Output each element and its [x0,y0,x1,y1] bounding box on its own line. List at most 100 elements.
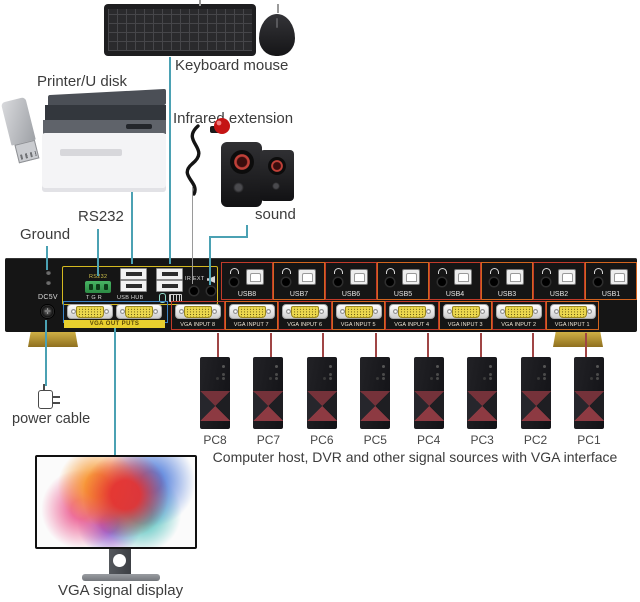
speaker-left [221,142,262,207]
audio-jack [438,278,446,286]
printer-control-panel [43,120,166,134]
usb-channel-2: USB2 [533,262,585,300]
pc-label: PC4 [417,433,441,447]
sound-line-h [209,236,248,238]
vga-input-4: VGA INPUT 4 [385,301,439,330]
plug-body [38,390,53,409]
vga-out-label-strip: VGA OUT PUTS [64,320,165,328]
pc3-line [480,333,482,357]
audio-jack [386,278,394,286]
pc7-line [270,333,272,357]
pc-7: PC7 [245,357,291,447]
display-screen [37,457,195,547]
printer-udisk-label: Printer/U disk [37,73,128,90]
usb-channel-row: USB8 USB7 USB6 USB5 USB4 USB3 USB2 USB1 [221,262,637,300]
pc-1: PC1 [566,357,612,447]
pc-tower [306,357,337,429]
vga-input-7: VGA INPUT 7 [224,301,278,330]
monitor-stand [109,549,131,576]
pc-5: PC5 [352,357,398,447]
ir-ext-jack [190,287,198,295]
plug-cord [43,384,45,391]
pc-4: PC4 [406,357,452,447]
usb-channel-7: USB7 [273,262,325,300]
vga-out-port-1 [67,304,113,319]
pc5-line [375,333,377,357]
vga-input-label: VGA INPUT 8 [180,322,216,328]
headphone-icon [594,268,603,274]
power-plug-icon [36,384,62,412]
usb-port-label: USB4 [445,291,465,298]
infrared-extension-label: Infrared extension [173,110,294,127]
usb-port-label: USB2 [549,291,569,298]
rs232-line [97,229,99,276]
pc-label: PC7 [256,433,281,447]
vga-input-8: VGA INPUT 8 [171,301,225,330]
audio-jack [282,278,290,286]
rs232-port-label: RS232 [89,274,108,280]
speaker-right [260,150,294,201]
keyboard-image [104,4,256,56]
usb-drive-connector [14,139,40,164]
speaker-knob [233,182,244,193]
usb-port-label: USB1 [601,291,621,298]
pc-tower [413,357,444,429]
pc-label: PC1 [577,433,601,447]
vga-out-port-2 [116,304,162,319]
pc-tower [200,357,230,429]
keyboard-keys [108,9,252,51]
vga-input-1: VGA INPUT 1 [545,301,599,330]
audio-jack [594,278,602,286]
vga-input-label: VGA INPUT 2 [501,322,537,328]
plug-prong [53,396,60,398]
pc-2: PC2 [513,357,559,447]
usb-flash-drive [0,96,40,164]
pc6-line [322,333,324,357]
usb-channel-1: USB1 [585,262,637,300]
device-foot-right [553,330,603,347]
pc-label: PC5 [363,433,387,447]
usb-port-label: USB3 [497,291,517,298]
ground-screw-top [46,270,51,275]
vga-port [549,304,596,319]
sound-label: sound [255,206,296,223]
usb-drive-body [0,96,36,146]
vga-input-6: VGA INPUT 6 [278,301,332,330]
pc-tower [467,357,498,429]
pc-label: PC2 [523,433,548,447]
vga-display-image [35,455,197,549]
ir-line [192,186,193,284]
kvm-switch-panel: DC5V ✛ [5,258,637,332]
speaker-knob [272,182,280,190]
pc-caption: Computer host, DVR and other signal sour… [212,449,618,465]
usb-b-port [610,269,628,285]
vga-port [335,304,382,319]
mouse-image [259,14,295,56]
rs232-pins-label: T G R [86,295,103,301]
usb-a-port [156,268,183,280]
usb-hub-label: USB HUB [117,295,144,301]
rs232-label: RS232 [78,208,124,225]
vga-input-3: VGA INPUT 3 [438,301,492,330]
headphone-icon [230,268,239,274]
vga-display-label: VGA signal display [58,582,184,599]
audio-jack [230,278,238,286]
usb-b-port [298,269,316,285]
power-line [45,320,47,386]
dc5v-label: DC5V [38,294,58,301]
printer-line [131,192,133,264]
usb-a-port [120,280,147,292]
sound-line-v2 [209,236,211,285]
vga-input-label: VGA INPUT 3 [447,322,483,328]
ground-label: Ground [20,226,71,243]
speaker-driver [268,157,286,175]
utility-ports-box: RS232 T G R USB HUB IR EXT [62,266,218,305]
vga-input-label: VGA INPUT 4 [394,322,430,328]
usb-channel-8: USB8 [221,262,273,300]
vga-input-2: VGA INPUT 2 [492,301,546,330]
keyboard-mouse-label: Keyboard mouse [175,57,289,74]
pc8-line [217,333,219,357]
pc-tower [253,357,284,429]
ground-screw-bottom [46,280,51,285]
plug-prong [53,402,60,404]
